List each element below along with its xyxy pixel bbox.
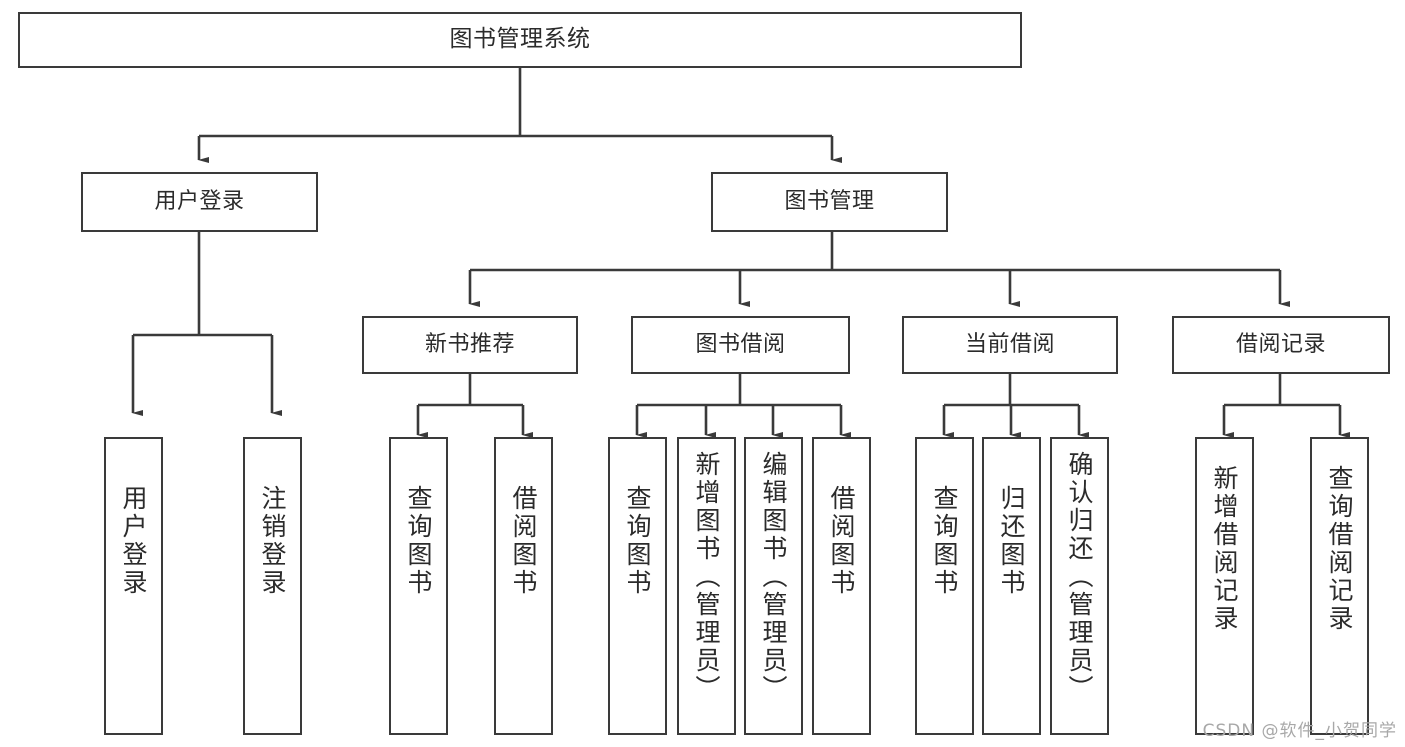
node-label: 图书借阅 bbox=[695, 332, 786, 358]
node-leaf-query-book-3[interactable]: 查询图书 bbox=[915, 437, 974, 735]
node-leaf-logout-login[interactable]: 注销登录 bbox=[243, 437, 302, 735]
node-label: 新增借阅记录 bbox=[1210, 465, 1239, 633]
node-label: 用户登录 bbox=[119, 485, 148, 597]
node-leaf-edit-book[interactable]: 编辑图书（管理员） bbox=[744, 437, 803, 735]
node-leaf-user-login[interactable]: 用户登录 bbox=[104, 437, 163, 735]
node-label: 编辑图书（管理员） bbox=[759, 451, 788, 703]
node-leaf-query-book-1[interactable]: 查询图书 bbox=[389, 437, 448, 735]
node-new-book-recommend[interactable]: 新书推荐 bbox=[362, 316, 578, 374]
node-label: 查询借阅记录 bbox=[1325, 465, 1354, 633]
csdn-watermark: CSDN @软件_小贺同学 bbox=[1202, 721, 1397, 741]
node-leaf-return-book[interactable]: 归还图书 bbox=[982, 437, 1041, 735]
node-leaf-add-record[interactable]: 新增借阅记录 bbox=[1195, 437, 1254, 735]
node-label: 用户登录 bbox=[154, 189, 245, 215]
node-leaf-borrow-book-1[interactable]: 借阅图书 bbox=[494, 437, 553, 735]
node-current-borrow[interactable]: 当前借阅 bbox=[902, 316, 1118, 374]
node-label: 图书管理 bbox=[784, 189, 875, 215]
node-book-borrow[interactable]: 图书借阅 bbox=[631, 316, 850, 374]
node-label: 查询图书 bbox=[623, 485, 652, 597]
node-label: 查询图书 bbox=[930, 485, 959, 597]
node-root-system[interactable]: 图书管理系统 bbox=[18, 12, 1022, 68]
node-user-login[interactable]: 用户登录 bbox=[81, 172, 318, 232]
node-borrow-record[interactable]: 借阅记录 bbox=[1172, 316, 1390, 374]
node-label: 借阅图书 bbox=[827, 485, 856, 597]
node-leaf-borrow-book-2[interactable]: 借阅图书 bbox=[812, 437, 871, 735]
node-label: 确认归还（管理员） bbox=[1065, 451, 1094, 703]
node-book-management[interactable]: 图书管理 bbox=[711, 172, 948, 232]
node-label: 借阅图书 bbox=[509, 485, 538, 597]
node-leaf-query-book-2[interactable]: 查询图书 bbox=[608, 437, 667, 735]
node-label: 新书推荐 bbox=[424, 332, 515, 358]
node-label: 图书管理系统 bbox=[449, 26, 591, 53]
node-leaf-query-record[interactable]: 查询借阅记录 bbox=[1310, 437, 1369, 735]
node-label: 当前借阅 bbox=[964, 332, 1055, 358]
node-leaf-add-book[interactable]: 新增图书（管理员） bbox=[677, 437, 736, 735]
node-label: 查询图书 bbox=[404, 485, 433, 597]
node-label: 借阅记录 bbox=[1235, 332, 1326, 358]
node-label: 归还图书 bbox=[997, 485, 1026, 597]
node-label: 新增图书（管理员） bbox=[692, 451, 721, 703]
node-label: 注销登录 bbox=[258, 485, 287, 597]
node-leaf-confirm-return[interactable]: 确认归还（管理员） bbox=[1050, 437, 1109, 735]
